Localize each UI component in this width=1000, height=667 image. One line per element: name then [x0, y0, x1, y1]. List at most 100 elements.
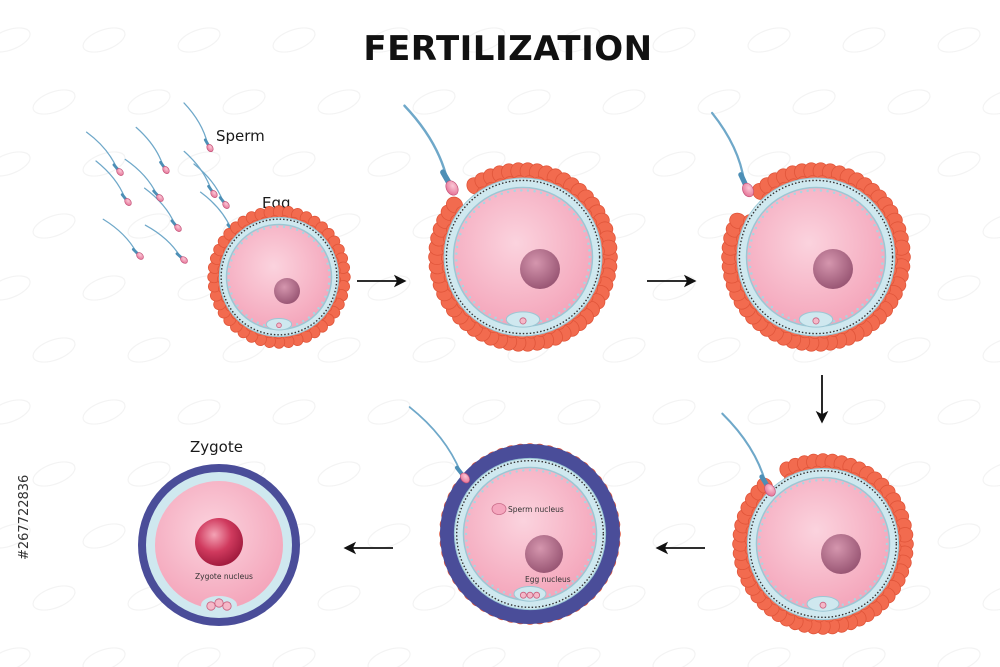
- membrane-dots: [445, 179, 601, 335]
- cortical-granule: [491, 481, 494, 484]
- cortical-granule: [799, 190, 803, 194]
- cortical-granule: [228, 265, 231, 269]
- cortical-granule: [583, 281, 586, 285]
- cortical-granule: [568, 303, 571, 307]
- cortical-granule: [775, 201, 779, 205]
- cortical-granule: [566, 481, 569, 484]
- cortical-granule: [839, 193, 842, 197]
- cortical-granule: [236, 304, 239, 307]
- cortical-granule: [488, 197, 491, 201]
- cortical-granule: [750, 239, 753, 242]
- cortical-granule: [464, 290, 468, 294]
- cortical-granule: [584, 564, 587, 568]
- cortical-granule: [477, 570, 480, 573]
- membrane-dots: [748, 469, 898, 619]
- cortical-granule: [770, 205, 774, 209]
- cortical-granule: [832, 191, 836, 195]
- cortical-granule: [869, 218, 873, 221]
- cortical-granule: [502, 474, 506, 477]
- egg-cell-stage-1: [207, 205, 351, 349]
- cortical-granule: [240, 242, 243, 245]
- cortical-granule: [256, 230, 259, 233]
- membrane-dots: [455, 459, 605, 609]
- cortical-granule: [482, 309, 486, 313]
- cortical-granule: [881, 255, 884, 259]
- sperm-nucleus-label: Sperm nucleus: [508, 505, 564, 514]
- cortical-granule: [878, 275, 881, 278]
- cortical-granule: [802, 603, 805, 606]
- cortical-granule: [789, 598, 793, 601]
- cortical-granule: [589, 552, 592, 555]
- cortical-granule: [754, 284, 758, 288]
- cortical-granule: [546, 317, 549, 321]
- cortical-granule: [861, 207, 864, 211]
- cortical-granule: [588, 255, 591, 259]
- cortical-granule: [882, 523, 885, 526]
- cortical-granule: [784, 491, 787, 494]
- cortical-granule: [482, 201, 486, 205]
- sperm-swarm: [85, 102, 238, 264]
- cortical-granule: [815, 479, 818, 482]
- cortical-granule: [873, 505, 876, 508]
- cortical-granule: [500, 318, 504, 322]
- cortical-granule: [571, 580, 574, 583]
- cortical-granule: [515, 470, 518, 473]
- cortical-granule: [795, 484, 799, 487]
- cortical-granule: [787, 316, 790, 320]
- cortical-granule: [488, 313, 491, 317]
- cortical-granule: [240, 309, 243, 312]
- cortical-granule: [496, 477, 500, 480]
- sperm-icon: [408, 406, 470, 484]
- cortical-granule: [466, 519, 469, 522]
- cortical-granule: [236, 247, 239, 250]
- cortical-granule: [761, 296, 765, 299]
- cortical-granule: [759, 556, 762, 559]
- cortical-granule: [468, 296, 472, 299]
- cortical-granule: [789, 487, 793, 490]
- polar-body: [812, 317, 820, 325]
- cortical-granule: [455, 259, 458, 262]
- membrane-dots: [220, 218, 338, 336]
- cortical-granule: [269, 226, 272, 229]
- cortical-granule: [784, 594, 787, 597]
- sperm-nucleus: [491, 503, 507, 515]
- cortical-granule: [250, 318, 254, 321]
- cortical-granule: [459, 232, 462, 236]
- cortical-granule: [455, 245, 459, 249]
- zygote-nucleus-label: Zygote nucleus: [195, 572, 253, 581]
- cortical-granule: [256, 321, 259, 324]
- cortical-granule: [500, 192, 504, 196]
- cortical-granule: [571, 485, 574, 488]
- cortical-granule: [572, 212, 576, 216]
- page-title: FERTILIZATION: [363, 29, 652, 69]
- cytoplasm: [452, 186, 594, 328]
- cortical-granule: [576, 575, 579, 578]
- cortical-granule: [317, 244, 320, 247]
- cortical-granule: [592, 539, 595, 542]
- cortical-granule: [856, 203, 859, 207]
- cortical-granule: [793, 318, 797, 322]
- cortical-granule: [765, 210, 769, 213]
- cortical-granule: [302, 319, 305, 323]
- polar-body: [222, 601, 232, 611]
- cortical-granule: [548, 472, 551, 475]
- cortical-granule: [781, 197, 784, 201]
- egg-nucleus: [525, 535, 563, 573]
- cortical-granule: [468, 215, 472, 218]
- cortical-granule: [554, 474, 558, 477]
- cortical-granule: [312, 239, 316, 242]
- cortical-granule: [779, 590, 782, 593]
- cortical-granule: [588, 262, 591, 265]
- egg-cell-stage-2: [403, 104, 618, 352]
- cortical-granule: [465, 526, 468, 529]
- cortical-granule: [321, 301, 324, 304]
- watermark-id: #267722836: [17, 475, 32, 560]
- cortical-granule: [328, 275, 331, 279]
- cortical-granule: [763, 568, 766, 572]
- cortical-granule: [457, 272, 460, 275]
- cortical-granule: [877, 510, 880, 514]
- cortical-granule: [486, 580, 489, 583]
- cortical-granule: [472, 210, 476, 213]
- cortical-granule: [806, 189, 809, 193]
- cortical-granule: [787, 194, 790, 198]
